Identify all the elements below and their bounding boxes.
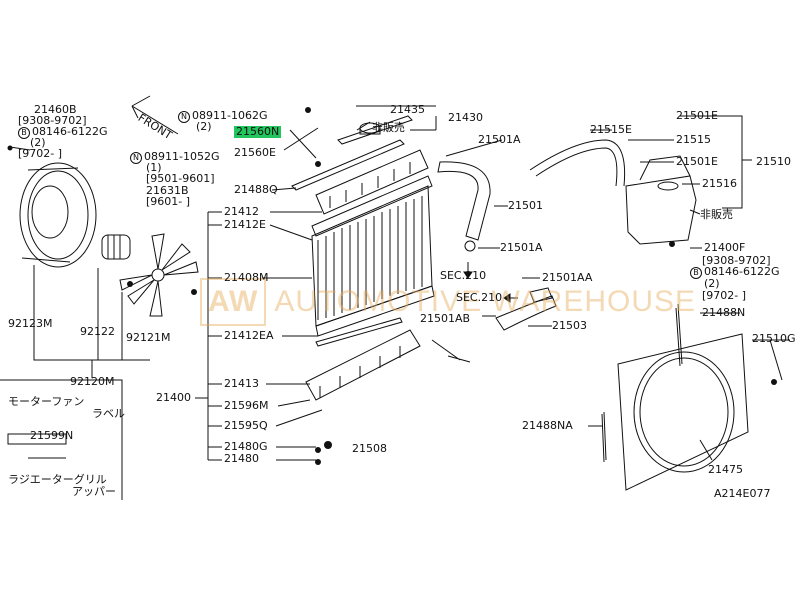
label-21400F[interactable]: 21400F	[704, 241, 746, 254]
label-21435[interactable]: 21435	[390, 103, 425, 116]
label-grille-upper: アッパー	[72, 485, 116, 498]
upper-hose	[437, 161, 491, 241]
label-21515E[interactable]: 21515E	[590, 123, 632, 136]
label-21510[interactable]: 21510	[756, 155, 791, 168]
lower-seal-strip	[315, 317, 403, 347]
label-figure-code: A214E077	[714, 487, 771, 500]
label-92121M[interactable]: 92121M	[126, 331, 171, 344]
label-21488N[interactable]: 21488N	[702, 306, 746, 319]
radiator-lower-tank	[305, 329, 421, 401]
label-date-9702-right: [9702- ]	[702, 289, 747, 302]
front-arrow	[131, 95, 179, 135]
label-qty-2-a: (2)	[196, 120, 212, 133]
label-date-9308-9702-left: [9308-9702]	[18, 114, 87, 127]
fan-blade	[119, 233, 199, 317]
label-not-for-sale-b: 非販売	[700, 208, 733, 221]
label-qty-2-right: (2)	[704, 277, 720, 290]
label-21595Q[interactable]: 21595Q	[224, 419, 268, 432]
upper-seal-strip	[291, 139, 405, 191]
label-21515[interactable]: 21515	[676, 133, 711, 146]
label-radiator-grille: ラジエーターグリル	[8, 473, 107, 486]
label-92122[interactable]: 92122	[80, 325, 115, 338]
label-21460B[interactable]: 21460B	[34, 103, 77, 116]
label-21501[interactable]: 21501	[508, 199, 543, 212]
label-21488Q[interactable]: 21488Q	[234, 183, 278, 196]
label-21480G[interactable]: 21480G	[224, 440, 268, 453]
label-21413[interactable]: 21413	[224, 377, 259, 390]
label-21412[interactable]: 21412	[224, 205, 259, 218]
label-motor-fan: モーターファン	[8, 395, 85, 408]
label-qty-1: (1)	[146, 161, 162, 174]
fan-shroud	[617, 333, 749, 491]
overflow-pipe	[529, 139, 626, 187]
label-sec210-b: SEC.210	[456, 291, 503, 304]
label-qty-2-left: (2)	[30, 136, 46, 149]
label-21501AB[interactable]: 21501AB	[420, 312, 471, 325]
lower-hose	[495, 287, 557, 331]
label-21503[interactable]: 21503	[552, 319, 587, 332]
circle-b-icon-2: B	[690, 267, 702, 279]
label-21508[interactable]: 21508	[352, 442, 387, 455]
watermark-text: AUTOMOTIVE WAREHOUSE	[274, 285, 697, 318]
label-21475[interactable]: 21475	[708, 463, 743, 476]
label-21516[interactable]: 21516	[702, 177, 737, 190]
label-date-9702-left: [9702- ]	[18, 147, 63, 160]
circle-n-icon-2: N	[130, 152, 142, 164]
reservoir-tank	[625, 155, 697, 245]
label-not-for-sale-a: 非販売	[372, 121, 405, 134]
label-21501A-mid[interactable]: 21501A	[500, 241, 543, 254]
label-motor-fan-label: ラベル	[92, 407, 125, 420]
label-21501A-top[interactable]: 21501A	[478, 133, 521, 146]
circle-n-icon: N	[178, 111, 190, 123]
circle-b-icon: B	[18, 127, 30, 139]
label-sec210-a: SEC.210	[440, 269, 487, 282]
watermark-mark: AW	[200, 278, 267, 326]
label-21488NA[interactable]: 21488NA	[522, 419, 573, 432]
label-21560E[interactable]: 21560E	[234, 146, 276, 159]
label-21596M[interactable]: 21596M	[224, 399, 269, 412]
label-21412E[interactable]: 21412E	[224, 218, 266, 231]
label-21430[interactable]: 21430	[448, 111, 483, 124]
radiator-upper-tank	[315, 149, 429, 215]
label-21501AA[interactable]: 21501AA	[542, 271, 593, 284]
label-21501E-mid[interactable]: 21501E	[676, 155, 718, 168]
fan-motor	[101, 234, 131, 260]
label-date-9308-9702-right: [9308-9702]	[702, 254, 771, 267]
label-21480[interactable]: 21480	[224, 452, 259, 465]
label-date-9601: [9601- ]	[146, 195, 191, 208]
label-21560N[interactable]: 21560N	[234, 125, 282, 138]
label-92123M[interactable]: 92123M	[8, 317, 53, 330]
label-21599N[interactable]: 21599N	[30, 429, 74, 442]
label-21400[interactable]: 21400	[156, 391, 191, 404]
label-21501E-top[interactable]: 21501E	[676, 109, 718, 122]
label-21412EA[interactable]: 21412EA	[224, 329, 274, 342]
top-seal-strip	[337, 115, 413, 145]
label-date-9501-9601: [9501-9601]	[146, 172, 215, 185]
label-21631B[interactable]: 21631B	[146, 184, 189, 197]
fan-shroud-ring	[19, 162, 97, 268]
label-21408M[interactable]: 21408M	[224, 271, 269, 284]
radiator-core	[311, 175, 435, 337]
label-92120M[interactable]: 92120M	[70, 375, 115, 388]
label-21510G[interactable]: 21510G	[752, 332, 796, 345]
